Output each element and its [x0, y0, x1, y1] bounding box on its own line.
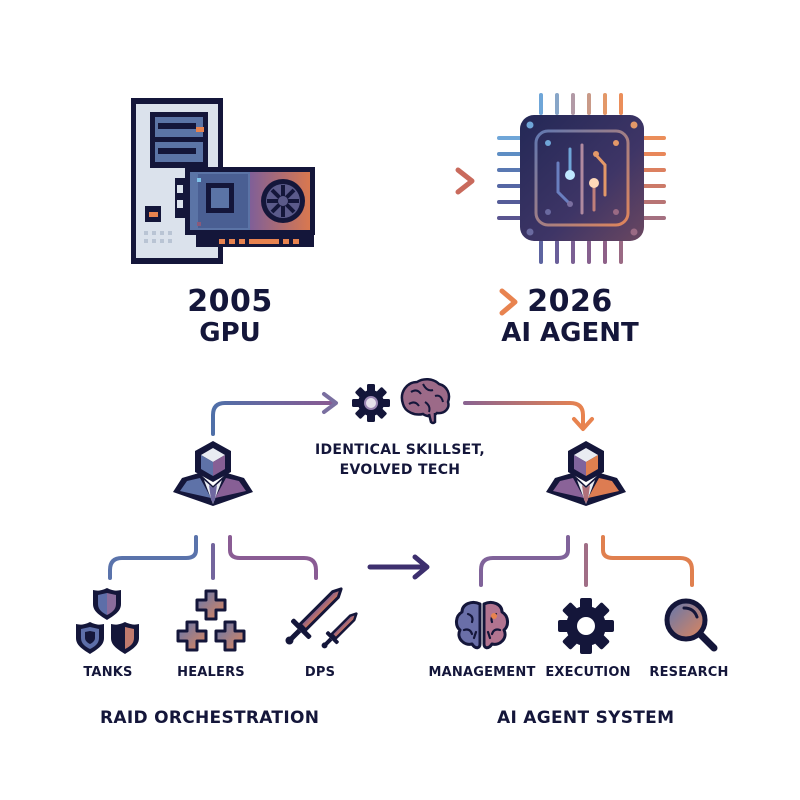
upgrade-arrow-top — [340, 167, 475, 195]
magnifier-icon — [664, 598, 718, 652]
role-label-dps: DPS — [304, 665, 336, 680]
brain-icon — [400, 378, 451, 425]
right-connector-arrow — [463, 401, 594, 431]
swords-icon — [285, 587, 358, 649]
raid-leader-icon — [173, 441, 253, 506]
gear-icon — [558, 598, 614, 654]
ai-chip-icon — [497, 93, 666, 264]
left-tech-label: GPU — [199, 318, 261, 348]
right-year: 2026 — [527, 284, 613, 319]
role-label-research: RESEARCH — [649, 665, 729, 680]
mapping-arrow — [367, 554, 430, 580]
right-section-title: AI AGENT SYSTEM — [497, 708, 675, 728]
crosses-icon — [176, 589, 246, 652]
ai-agent-icon — [546, 441, 626, 506]
left-connector-arrow — [211, 392, 338, 436]
right-tree-branches — [479, 535, 694, 587]
timeline-arrow — [284, 288, 518, 316]
role-label-execution: EXECUTION — [545, 665, 631, 680]
caption-line-1: IDENTICAL SKILLSET, — [315, 442, 485, 458]
gear-icon — [352, 384, 390, 422]
role-label-healers: HEALERS — [177, 665, 245, 680]
role-label-management: MANAGEMENT — [428, 665, 536, 680]
left-year: 2005 — [187, 284, 273, 319]
right-tech-label: AI AGENT — [501, 318, 639, 348]
role-label-tanks: TANKS — [83, 665, 133, 680]
pixel-pc-gpu-icon — [131, 98, 315, 264]
middle-caption: IDENTICAL SKILLSET, EVOLVED TECH — [290, 440, 510, 480]
shields-icon — [76, 588, 139, 654]
left-tree-branches — [108, 535, 318, 580]
caption-line-2: EVOLVED TECH — [339, 462, 461, 478]
left-section-title: RAID ORCHESTRATION — [100, 708, 320, 728]
brain-icon — [455, 600, 509, 650]
